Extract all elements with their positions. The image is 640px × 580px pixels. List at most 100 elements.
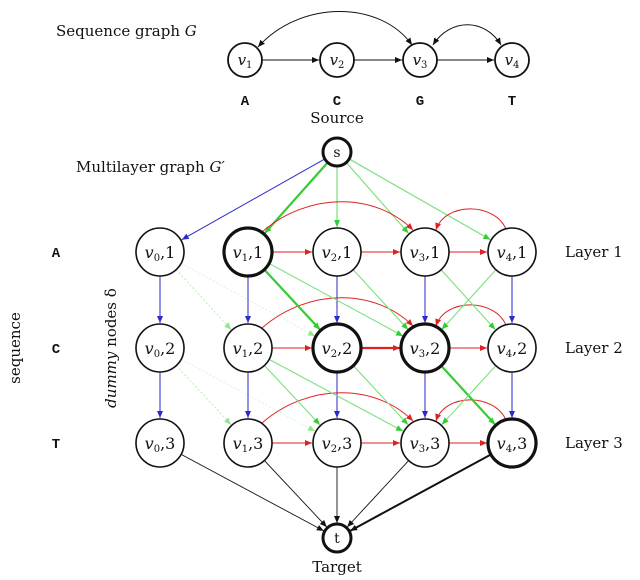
edge-v1-2-v2-3 [264, 365, 321, 426]
seq-node-letter: T [508, 94, 516, 110]
node-label: v1,2 [233, 339, 264, 360]
seq-node-label: v3 [413, 51, 428, 71]
node-label: v2,3 [322, 434, 353, 455]
edge-v4-2-v3-3 [441, 365, 497, 425]
node-v3-3: v3,3 [400, 418, 450, 468]
node-circle [223, 418, 273, 468]
node-circle [400, 418, 450, 468]
edge-v3-3-t [346, 460, 410, 528]
seq-node-circle [494, 42, 530, 78]
edge-v1-1-v3-2 [268, 262, 404, 337]
node-label: v4,2 [497, 339, 528, 360]
node-circle [135, 227, 185, 277]
seq-node-v1: v1 [227, 42, 263, 78]
dummy-edge-v0-2-v1-3 [175, 365, 232, 425]
edge-v1-2-v3-3 [268, 358, 404, 432]
edge-s-v4-1 [348, 158, 491, 241]
dummy-edge-v0-1-v1-2 [175, 269, 232, 330]
edge-v0-3-t [180, 453, 324, 532]
seq-edge-v4-v3-arc [433, 37, 440, 45]
edge-v2-2-v3-3 [352, 365, 409, 426]
node-circle [135, 323, 185, 373]
node-label: v0,1 [145, 243, 176, 264]
node-circle [399, 322, 451, 374]
node-label: v0,2 [145, 339, 176, 360]
node-circle [312, 418, 362, 468]
multilayer-graph-edges [157, 158, 515, 532]
node-label: v1,3 [233, 434, 264, 455]
row-letter: C [52, 342, 61, 358]
seq-node-circle [402, 42, 438, 78]
node-circle [311, 322, 363, 374]
node-label: v0,3 [145, 434, 176, 455]
node-v4-2: v4,2 [487, 323, 537, 373]
multilayer-graph-nodes: v0,1 v1,1 v2,1 v3,1 v4,1 v0,2 v1,2 v2,2 v3,2 v4,2… [135, 136, 538, 554]
arc-v1-3-v3-3 [261, 392, 414, 424]
arc-v4-3-v3-3 [435, 399, 507, 422]
node-circle [135, 418, 185, 468]
layer-label: Layer 3 [565, 434, 623, 452]
seq-node-letter: A [241, 94, 250, 110]
seq-node-letter: G [416, 94, 424, 110]
edge-v2-1-v3-2 [352, 269, 409, 330]
node-circle [486, 417, 538, 469]
node-circle [487, 323, 537, 373]
dummy-edge-v0-2-v2-3 [180, 358, 316, 432]
node-v4-1: v4,1 [487, 227, 537, 277]
node-label: v3,3 [410, 434, 441, 455]
node-v1-2: v1,2 [223, 323, 273, 373]
node-circle [223, 323, 273, 373]
sequence-graph-edges [257, 11, 502, 63]
arc-v1-1-v3-1 [261, 201, 414, 233]
sequence-axis-label: sequence [6, 312, 24, 384]
node-v2-3: v2,3 [312, 418, 362, 468]
layer-label: Layer 2 [565, 339, 623, 357]
sequence-graph-title: Sequence graph G [56, 22, 197, 40]
seq-node-label: v1 [238, 51, 253, 71]
node-circle [312, 227, 362, 277]
seq-edge-v3-v1-arc [258, 39, 265, 47]
seq-node-letter: C [333, 94, 342, 110]
node-v1-3: v1,3 [223, 418, 273, 468]
seq-node-label: v2 [330, 51, 345, 71]
edge-v1-1-v2-2 [263, 268, 321, 331]
edge-s-v0-1 [181, 158, 326, 241]
edge-s-v3-1 [345, 162, 409, 234]
target-label: Target [312, 558, 361, 576]
arc-v1-2-v3-2 [261, 297, 414, 329]
seq-node-v2: v2 [319, 42, 355, 78]
node-v4-3: v4,3 [486, 417, 538, 469]
seq-node-label: v4 [505, 51, 520, 71]
arc-v4-2-v3-2 [435, 304, 507, 327]
seq-edge-v1-v3-arc [257, 11, 413, 48]
node-v3-1: v3,1 [400, 227, 450, 277]
edge-v4-1-v3-2 [441, 269, 497, 330]
node-circle [222, 226, 274, 278]
node-v0-1: v0,1 [135, 227, 185, 277]
arc-v4-1-v3-1 [435, 208, 507, 231]
seq-node-circle [227, 42, 263, 78]
row-letter: A [52, 246, 61, 262]
node-v1-1: v1,1 [222, 226, 274, 278]
source-node: s [321, 136, 353, 168]
node-circle [487, 227, 537, 277]
node-label: v2,2 [322, 339, 353, 360]
node-v0-2: v0,2 [135, 323, 185, 373]
seq-node-v4: v4 [494, 42, 530, 78]
node-v3-2: v3,2 [399, 322, 451, 374]
edge-v4-3-t [349, 453, 492, 532]
node-label: v2,1 [322, 243, 353, 264]
source-node-circle [321, 136, 353, 168]
seq-node-circle [319, 42, 355, 78]
node-label: v3,1 [410, 243, 441, 264]
node-label: v4,1 [497, 243, 528, 264]
source-node-label: s [333, 145, 340, 161]
dummy-nodes-label: dummy nodes δ [102, 288, 120, 408]
seq-edge-v3-v4-arc [432, 24, 502, 46]
target-node: t [321, 522, 353, 554]
node-label: v4,3 [497, 434, 528, 455]
edge-v1-3-t [264, 460, 328, 528]
node-label: v1,1 [233, 243, 264, 264]
